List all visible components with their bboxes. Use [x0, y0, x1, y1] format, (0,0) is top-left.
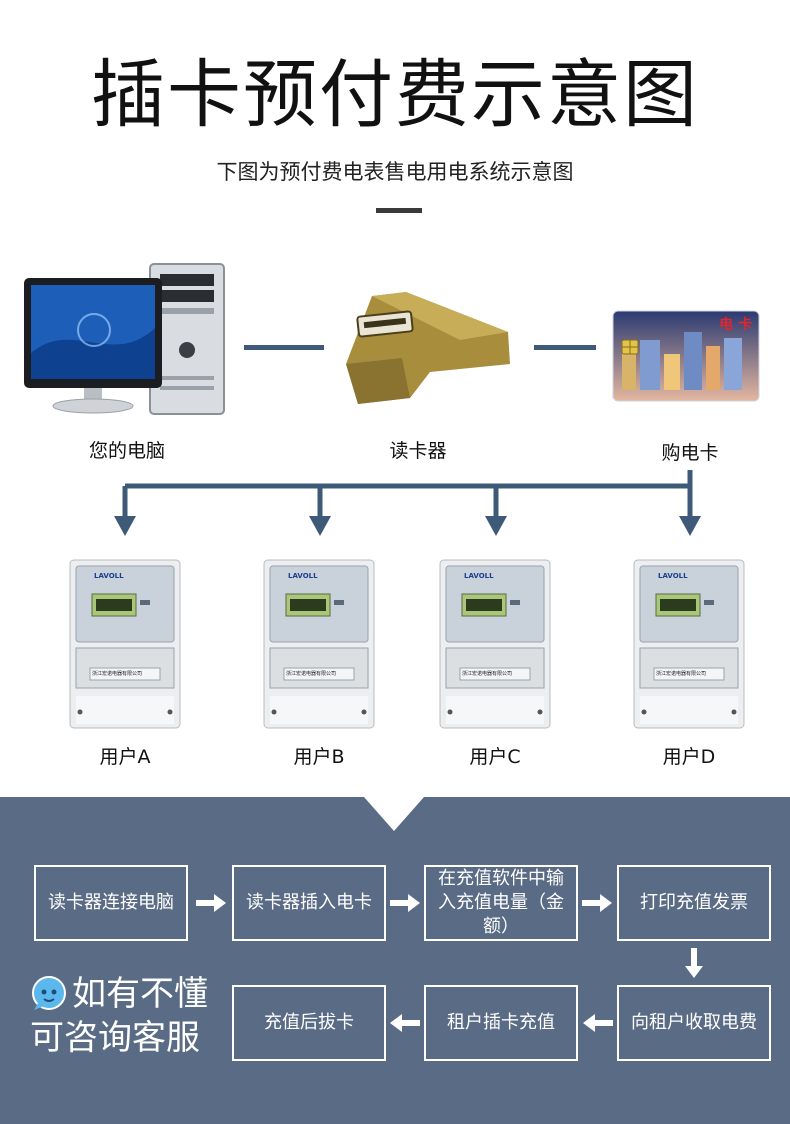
electric-meter: LAVOLL 浙江宏诺电器有限公司: [262, 558, 376, 730]
step-connect-reader: 读卡器连接电脑: [34, 865, 188, 941]
computer-image: [22, 258, 232, 423]
step-enter-amount: 在充值软件中输入充值电量（金额）: [424, 865, 578, 941]
flow-panel: [0, 797, 790, 1124]
meter-brand: LAVOLL: [288, 572, 318, 580]
step-insert-card: 读卡器插入电卡: [232, 865, 386, 941]
electric-meter: LAVOLL 浙江宏诺电器有限公司: [68, 558, 182, 730]
help-line-2: 可咨询客服: [30, 1017, 200, 1058]
power-card-image: 电 卡: [612, 310, 760, 402]
chat-bubble-icon: [32, 976, 66, 1010]
electric-meter: LAVOLL 浙江宏诺电器有限公司: [438, 558, 552, 730]
meter-brand: LAVOLL: [464, 572, 494, 580]
arrow-right-icon: [196, 894, 226, 912]
meter-brand: LAVOLL: [658, 572, 688, 580]
arrow-left-icon: [583, 1014, 613, 1032]
meter-user-label: 用户D: [662, 746, 716, 768]
card-reader-image: [340, 288, 518, 408]
help-line-1: 如有不懂: [72, 974, 208, 1014]
meter-company: 浙江宏诺电器有限公司: [92, 671, 143, 677]
meter-company: 浙江宏诺电器有限公司: [462, 671, 513, 677]
meter-user-label: 用户B: [293, 746, 345, 768]
arrow-right-icon: [582, 894, 612, 912]
panel-notch: [364, 797, 424, 831]
meter-company: 浙江宏诺电器有限公司: [286, 671, 337, 677]
customer-service-note: 如有不懂 可咨询客服: [30, 973, 208, 1060]
arrow-left-icon: [390, 1014, 420, 1032]
reader-card-link: [534, 345, 596, 350]
step-collect-fee: 向租户收取电费: [617, 985, 771, 1061]
page-title: 插卡预付费示意图: [91, 52, 699, 138]
meter-user-label: 用户C: [469, 746, 521, 768]
meter-user-label: 用户A: [99, 746, 151, 768]
page-subtitle: 下图为预付费电表售电用电系统示意图: [216, 160, 574, 184]
step-print-invoice: 打印充值发票: [617, 865, 771, 941]
arrow-right-icon: [390, 894, 420, 912]
card-label: 购电卡: [661, 442, 719, 464]
title-divider: [376, 208, 422, 213]
step-tenant-recharge: 租户插卡充值: [424, 985, 578, 1061]
distribution-lines: [114, 470, 701, 536]
electric-meter: LAVOLL 浙江宏诺电器有限公司: [632, 558, 746, 730]
reader-label: 读卡器: [389, 440, 447, 462]
card-text: 电 卡: [719, 317, 752, 333]
computer-reader-link: [244, 345, 324, 350]
computer-label: 您的电脑: [88, 440, 165, 462]
step-remove-card: 充值后拔卡: [232, 985, 386, 1061]
arrow-down-icon: [685, 948, 703, 978]
meter-brand: LAVOLL: [94, 572, 124, 580]
meter-company: 浙江宏诺电器有限公司: [656, 671, 707, 677]
